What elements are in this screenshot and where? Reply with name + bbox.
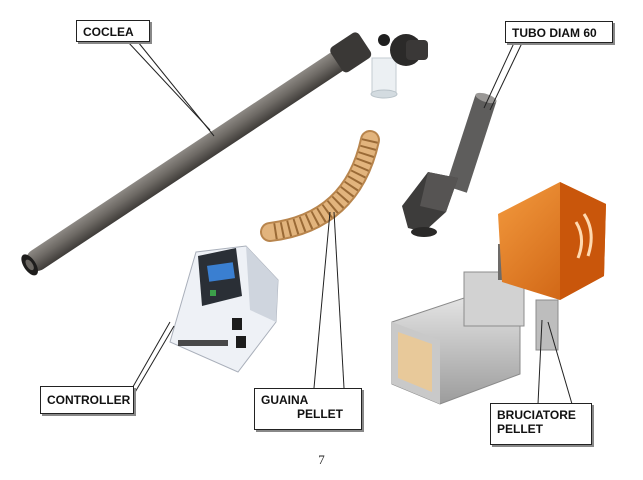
controller-label: CONTROLLER [40,386,134,414]
pellet-hose [260,130,380,242]
tubo-diam-60-label: TUBO DIAM 60 [505,21,613,43]
pellet-tube [402,92,497,237]
bruciatore-pellet-label: BRUCIATORE PELLET [490,403,592,445]
page-number: 7 [318,452,325,467]
bruciatore-label-line1: BRUCIATORE [497,408,576,422]
pellet-burner [391,182,606,405]
controller-unit [169,245,279,373]
bruciatore-label-line2: PELLET [497,422,544,436]
guaina-label-line2: PELLET [297,407,344,421]
guaina-label-line1: GUAINA [261,393,309,407]
guaina-pellet-label: GUAINA PELLET [254,388,362,430]
auger-coclea [21,32,428,276]
coclea-label: COCLEA [76,20,150,42]
callout-leaders [127,41,573,405]
